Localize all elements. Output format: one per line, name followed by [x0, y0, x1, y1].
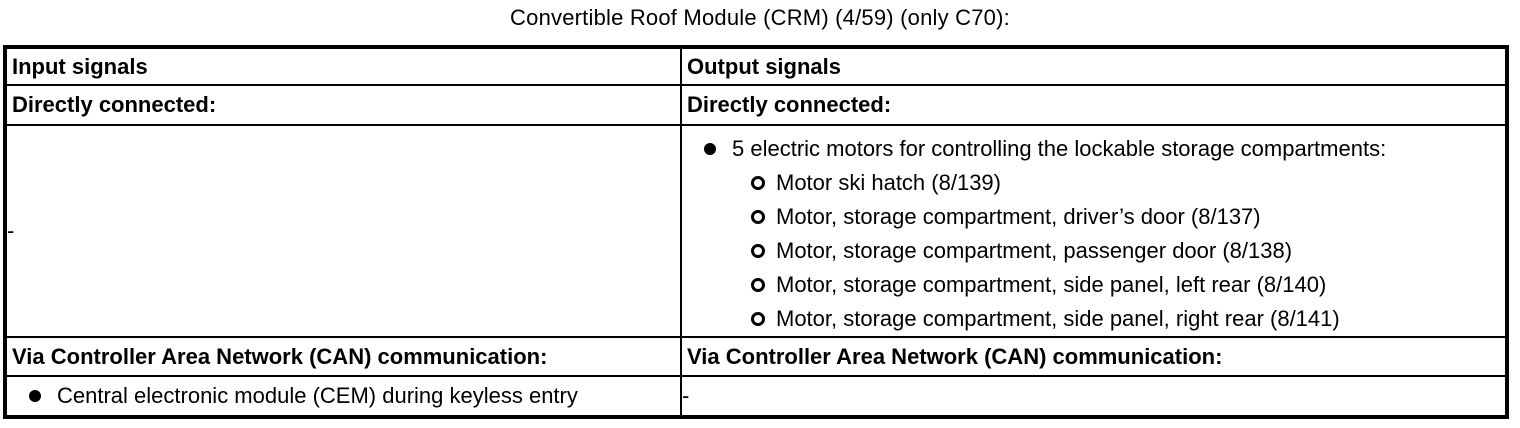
can-body-row: Central electronic module (CEM) during k… [4, 375, 1508, 418]
list-item-label: Motor ski hatch (8/139) [776, 170, 1001, 195]
page-title: Convertible Roof Module (CRM) (4/59) (on… [510, 5, 1010, 30]
can-label-row: Via Controller Area Network (CAN) commun… [4, 336, 1508, 377]
list-item: Motor, storage compartment, side panel, … [683, 268, 1505, 302]
circle-bullet-icon [751, 176, 765, 190]
circle-bullet-icon [751, 312, 765, 326]
table-header-row: Input signals Output signals [4, 46, 1508, 86]
list-item: Motor, storage compartment, driver’s doo… [683, 200, 1505, 234]
list-item: Motor, storage compartment, side panel, … [683, 302, 1505, 335]
list-item-label: Motor, storage compartment, side panel, … [776, 306, 1340, 331]
directly-connected-body-row: - 5 electric motors for controlling the … [4, 124, 1508, 338]
bullet-icon [29, 390, 41, 402]
list-item: 5 electric motors for controlling the lo… [683, 132, 1505, 166]
col-header-output-signals: Output signals [680, 46, 1508, 86]
list-item: Motor ski hatch (8/139) [683, 166, 1505, 200]
circle-bullet-icon [751, 278, 765, 292]
list-item-label: Motor, storage compartment, side panel, … [776, 272, 1327, 297]
list-item-label: Central electronic module (CEM) during k… [57, 383, 578, 408]
input-directly-connected-label: Directly connected: [4, 84, 682, 126]
directly-connected-label-row: Directly connected: Directly connected: [4, 84, 1508, 126]
input-directly-connected-value: - [4, 124, 682, 338]
output-directly-connected-list: 5 electric motors for controlling the lo… [680, 124, 1508, 338]
input-can-label: Via Controller Area Network (CAN) commun… [4, 336, 682, 377]
output-directly-connected-label: Directly connected: [680, 84, 1508, 126]
bullet-list: 5 electric motors for controlling the lo… [683, 127, 1505, 335]
bullet-icon [704, 143, 716, 155]
list-item: Motor, storage compartment, passenger do… [683, 234, 1505, 268]
list-item: Central electronic module (CEM) during k… [7, 381, 679, 411]
circle-bullet-icon [751, 210, 765, 224]
list-item-label: Motor, storage compartment, driver’s doo… [776, 204, 1261, 229]
list-item-label: 5 electric motors for controlling the lo… [732, 136, 1387, 161]
output-can-label: Via Controller Area Network (CAN) commun… [680, 336, 1508, 377]
circle-bullet-icon [751, 244, 765, 258]
col-header-input-signals: Input signals [4, 46, 682, 86]
list-item-label: Motor, storage compartment, passenger do… [776, 238, 1293, 263]
input-can-list: Central electronic module (CEM) during k… [4, 375, 682, 418]
signals-table: Input signals Output signals Directly co… [3, 45, 1509, 419]
output-can-value: - [680, 375, 1508, 418]
